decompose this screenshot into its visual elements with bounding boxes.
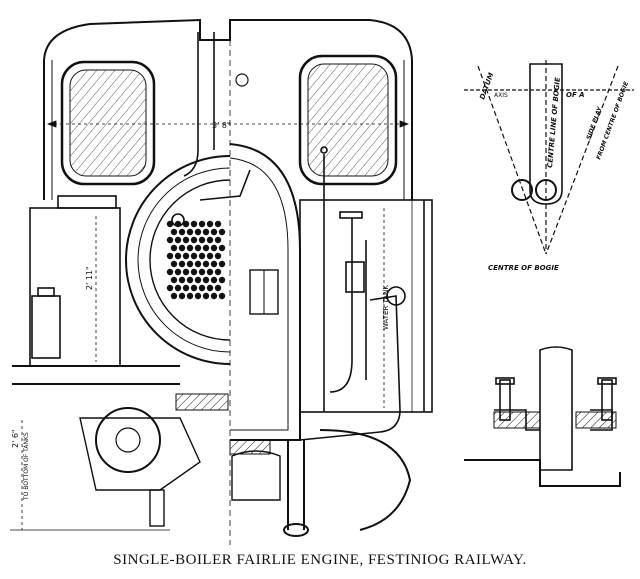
boiler-tube — [214, 236, 222, 244]
boiler-tube — [206, 284, 214, 292]
boiler-tube — [214, 220, 222, 228]
boiler-tube — [170, 292, 178, 300]
boiler-tube — [214, 284, 222, 292]
boiler-tube — [194, 292, 202, 300]
centre-of-bogie-label: CENTRE OF BOGIE — [488, 264, 559, 272]
height-dimensions — [10, 216, 170, 531]
datum-label: DATUM — [478, 72, 495, 101]
boiler-tube — [182, 268, 190, 276]
smokebox — [229, 73, 301, 441]
boiler-tube — [218, 276, 226, 284]
boiler-tube — [166, 220, 174, 228]
bogie-geometry-diagram — [464, 60, 634, 255]
width-dimension — [46, 120, 410, 128]
boiler-tube — [206, 236, 214, 244]
boiler-tube — [182, 252, 190, 260]
boiler-tube — [198, 268, 206, 276]
boiler-tube — [166, 236, 174, 244]
boiler-tube — [174, 236, 182, 244]
boiler-tube — [170, 260, 178, 268]
boiler-tube — [166, 284, 174, 292]
boiler-tube — [166, 252, 174, 260]
boiler-tube — [202, 276, 210, 284]
boiler-tube — [190, 252, 198, 260]
injector-pipes — [299, 146, 406, 441]
boiler-tube — [182, 236, 190, 244]
boiler-tube — [174, 252, 182, 260]
boiler-tube — [194, 276, 202, 284]
boiler-tubes — [166, 220, 226, 300]
boiler-tube — [210, 276, 218, 284]
boiler-tube — [194, 260, 202, 268]
boiler-tube — [218, 244, 226, 252]
rail-section-hatch — [493, 411, 617, 429]
boiler-tube — [190, 268, 198, 276]
boiler-tube — [190, 236, 198, 244]
boiler-tube — [210, 260, 218, 268]
boiler-tube — [194, 244, 202, 252]
boiler-tube — [198, 220, 206, 228]
boiler-tube — [206, 268, 214, 276]
boiler-tube — [202, 244, 210, 252]
to-bottom-of-tanks-label: TO BOTTOM OF TANKS — [23, 432, 30, 501]
boiler-tube — [170, 276, 178, 284]
boiler-tube — [194, 228, 202, 236]
boiler-tube — [186, 260, 194, 268]
regulator — [171, 169, 251, 227]
boiler-tube — [190, 284, 198, 292]
boiler-tube — [174, 284, 182, 292]
boiler-tube — [178, 228, 186, 236]
of-a-label: OF A — [566, 91, 585, 99]
height-lower-label: 2' 6" — [11, 429, 20, 448]
boiler-tube — [178, 244, 186, 252]
cab-outline — [43, 18, 413, 200]
boiler-tube — [210, 228, 218, 236]
boiler-tube — [218, 228, 226, 236]
boiler-tube — [210, 292, 218, 300]
boiler-tube — [210, 244, 218, 252]
boiler-tube — [190, 220, 198, 228]
boiler-tube — [202, 292, 210, 300]
boiler-tube — [174, 268, 182, 276]
boiler-tube — [206, 252, 214, 260]
boiler-tube — [186, 228, 194, 236]
boiler-tube — [178, 276, 186, 284]
boiler-tube — [186, 276, 194, 284]
boiler-tube — [178, 260, 186, 268]
frame-section — [175, 393, 271, 455]
boiler-tube — [202, 228, 210, 236]
height-upper-label: 2' 11" — [85, 266, 94, 290]
boiler-tube — [214, 268, 222, 276]
boiler-tube — [182, 284, 190, 292]
left-tank — [12, 195, 180, 385]
bogie — [79, 407, 412, 537]
boiler-tube — [182, 220, 190, 228]
boiler-tube — [214, 252, 222, 260]
boiler — [125, 155, 231, 365]
boiler-tube — [218, 260, 226, 268]
boiler-tube — [170, 244, 178, 252]
boiler-tube — [166, 268, 174, 276]
figure-caption: SINGLE-BOILER FAIRLIE ENGINE, FESTINIOG … — [113, 552, 527, 568]
boiler-tube — [206, 220, 214, 228]
from-centre-label: FROM CENTRE OF BOGIE — [595, 80, 630, 161]
boiler-tube — [186, 244, 194, 252]
water-tank-label: WATER TANK — [382, 285, 390, 330]
axis-label: AXIS — [494, 92, 508, 99]
chimney — [183, 20, 231, 545]
boiler-tube — [186, 292, 194, 300]
boiler-tube — [202, 260, 210, 268]
boiler-tube — [170, 228, 178, 236]
boiler-tube — [198, 284, 206, 292]
boiler-tube — [178, 292, 186, 300]
left-window — [60, 60, 156, 186]
right-window — [298, 54, 398, 186]
side-play-label: SIDE PLAY — [585, 105, 604, 140]
boiler-tube — [218, 292, 226, 300]
boiler-tube — [198, 236, 206, 244]
boiler-tube — [198, 252, 206, 260]
width-dimension-label: 3' 8" — [212, 121, 231, 130]
